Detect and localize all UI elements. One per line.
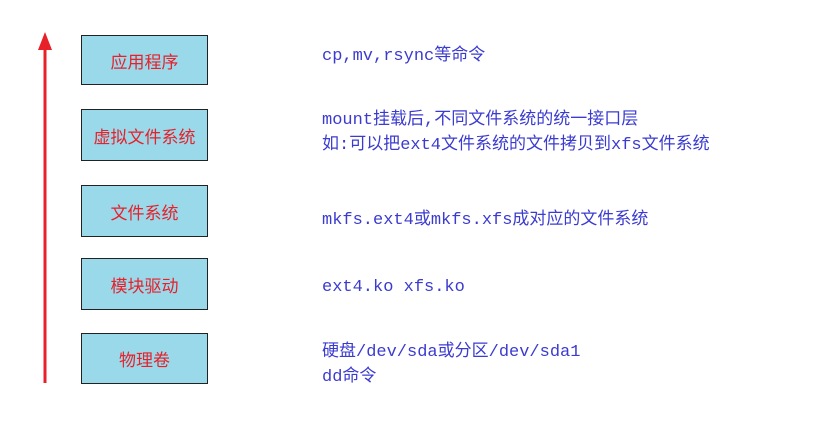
layer-box-application: 应用程序 (81, 35, 208, 85)
layer-description-filesystem: mkfs.ext4或mkfs.xfs成对应的文件系统 (322, 208, 648, 233)
description-line: 如:可以把ext4文件系统的文件拷贝到xfs文件系统 (322, 136, 710, 155)
layer-description-application: cp,mv,rsync等命令 (322, 44, 485, 69)
description-line: cp,mv,rsync等命令 (322, 47, 486, 66)
layer-box-driver-module: 模块驱动 (81, 258, 208, 310)
description-line: 硬盘/dev/sda或分区/dev/sda1 (322, 343, 581, 362)
description-line: dd命令 (322, 368, 377, 387)
description-line: mkfs.ext4或mkfs.xfs成对应的文件系统 (322, 211, 649, 230)
layer-box-vfs: 虚拟文件系统 (81, 109, 208, 161)
layer-box-filesystem: 文件系统 (81, 185, 208, 237)
layer-description-vfs: mount挂载后,不同文件系统的统一接口层 如:可以把ext4文件系统的文件拷贝… (322, 108, 710, 158)
layer-description-physical-volume: 硬盘/dev/sda或分区/dev/sda1 dd命令 (322, 340, 580, 390)
layer-description-driver-module: ext4.ko xfs.ko (322, 275, 465, 300)
description-line: mount挂载后,不同文件系统的统一接口层 (322, 111, 639, 130)
description-line: ext4.ko xfs.ko (322, 278, 465, 297)
layer-box-physical-volume: 物理卷 (81, 333, 208, 384)
